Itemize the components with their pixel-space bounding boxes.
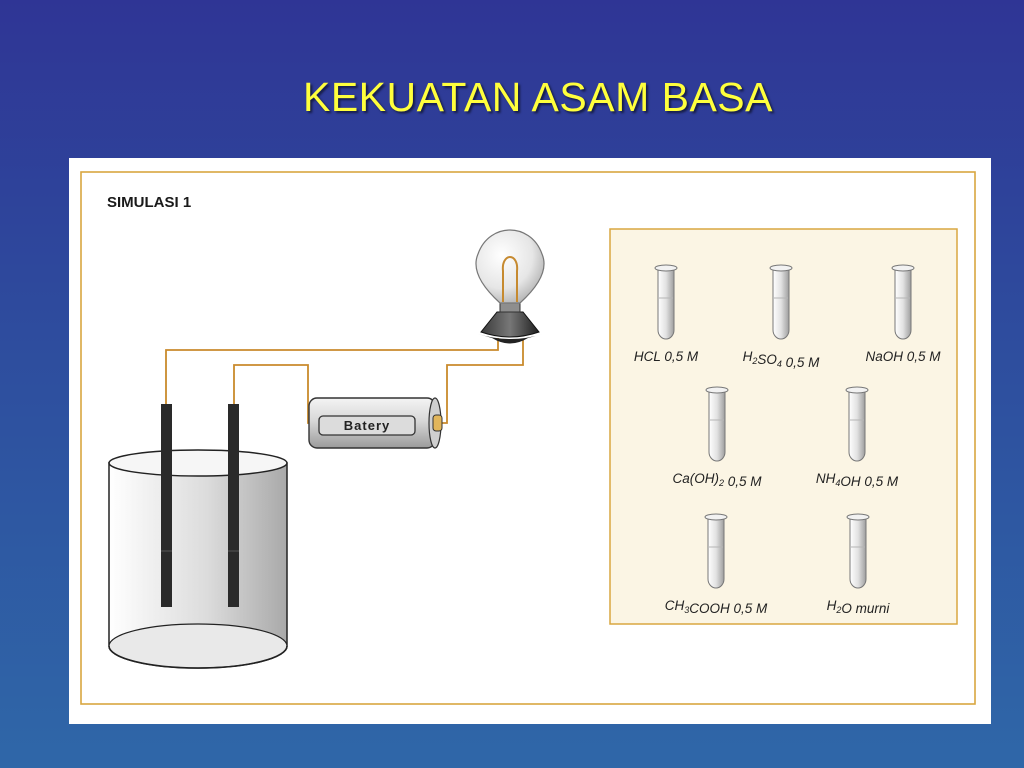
test-tube-naoh: NaOH 0,5 M: [865, 264, 941, 364]
test-tube-caoh2: Ca(OH)2 0,5 M: [672, 386, 762, 489]
simulation-panel: SIMULASI 1 Batery: [69, 158, 991, 724]
light-bulb-icon: [475, 229, 545, 344]
test-tube-icon: [769, 264, 793, 340]
test-tube-icon: [845, 386, 869, 462]
test-tube-icon: [705, 386, 729, 462]
simulation-diagram: SIMULASI 1 Batery: [80, 171, 976, 705]
test-tube-label: NaOH 0,5 M: [865, 349, 941, 364]
battery-label: Batery: [344, 418, 390, 433]
test-tube-h2o: H2O murni: [827, 513, 891, 616]
test-tube-icon: [704, 513, 728, 589]
electrode-icon: [161, 404, 172, 607]
test-tube-icon: [654, 264, 678, 340]
battery-icon: Batery: [308, 397, 443, 449]
test-tube-label: Ca(OH)2 0,5 M: [672, 471, 762, 489]
wire-electrode-battery: [233, 364, 316, 424]
slide-title: KEKUATAN ASAM BASA: [302, 74, 773, 120]
wire-bulb-left: [165, 338, 499, 404]
electrode-icon: [228, 404, 239, 607]
simulation-heading: SIMULASI 1: [107, 194, 191, 211]
test-tube-label: NH4OH 0,5 M: [816, 471, 899, 489]
test-tube-ch3cooh: CH3COOH 0,5 M: [665, 513, 768, 616]
test-tube-nh4oh: NH4OH 0,5 M: [816, 386, 899, 489]
test-tube-h2so4: H2SO4 0,5 M: [743, 264, 821, 370]
wire-battery-bulb: [441, 340, 524, 424]
test-tube-label: CH3COOH 0,5 M: [665, 598, 768, 616]
beaker-icon: [108, 404, 288, 669]
test-tube-label: H2O murni: [827, 598, 891, 616]
test-tube-label: HCL 0,5 M: [634, 349, 699, 364]
test-tube-icon: [846, 513, 870, 589]
test-tube-label: H2SO4 0,5 M: [743, 349, 821, 370]
test-tube-hcl: HCL 0,5 M: [634, 264, 699, 364]
test-tube-icon: [891, 264, 915, 340]
test-tube-group: HCL 0,5 M H2SO4 0,5 M NaOH 0,5 M Ca(OH)2 0,…: [634, 264, 941, 616]
panel-frame: [80, 171, 976, 705]
